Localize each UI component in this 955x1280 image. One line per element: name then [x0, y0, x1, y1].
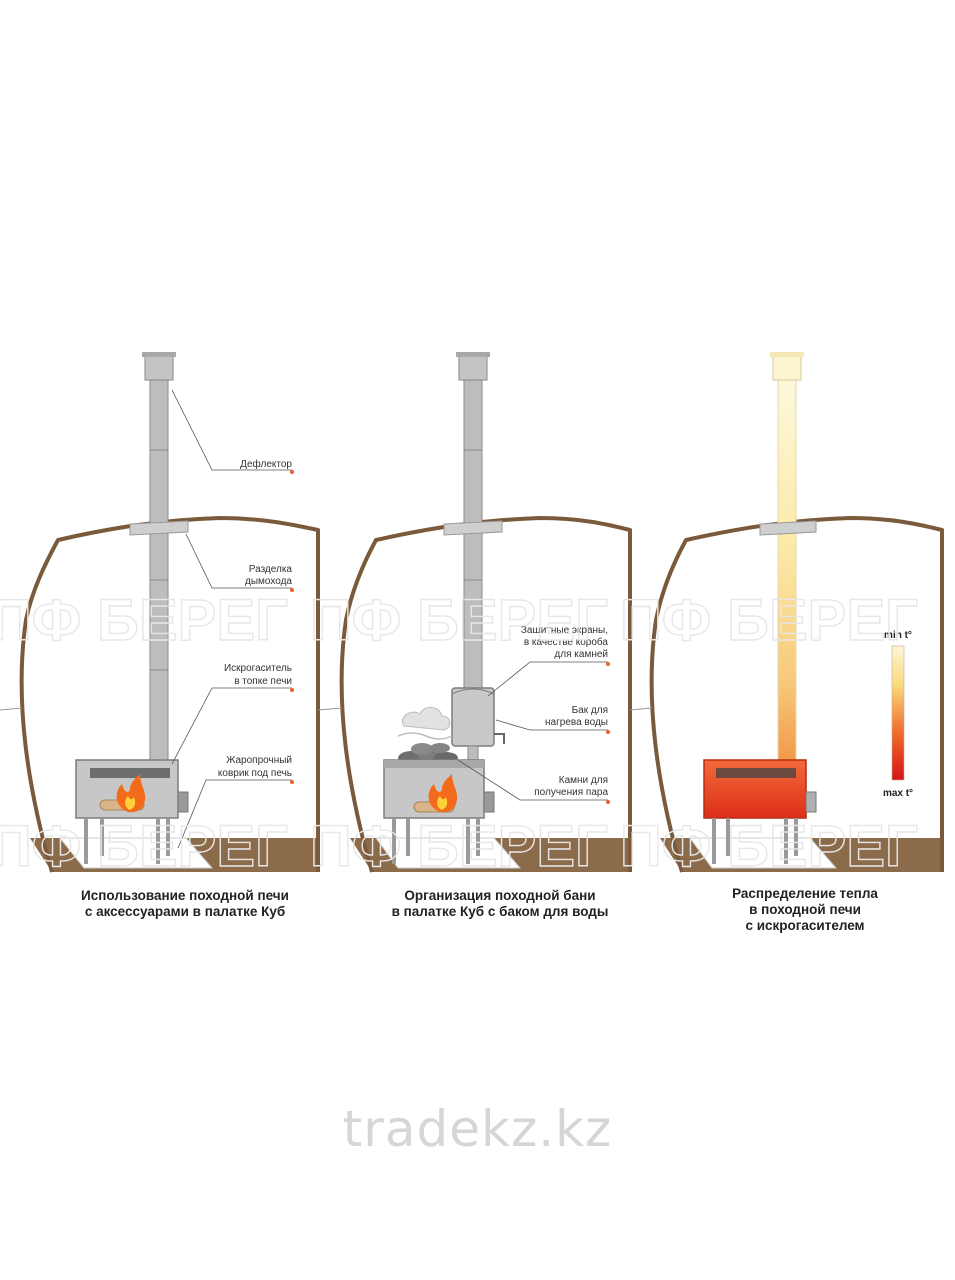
leader-screens	[487, 661, 610, 697]
label-heat-mat-line2: коврик под печь	[218, 768, 292, 779]
temperature-scale	[891, 645, 905, 781]
svg-text:ПФ БЕРЕГ: ПФ БЕРЕГ	[310, 814, 608, 879]
leader-spark-arrester	[171, 687, 294, 765]
label-screens-line3: для камней	[554, 649, 608, 660]
chimney-cut	[129, 520, 189, 536]
site-watermark: tradekz.kz	[342, 1100, 613, 1158]
caption-panel3-line3: с искрогасителем	[745, 918, 865, 933]
heat-mat	[375, 837, 522, 869]
leader-stones	[457, 759, 610, 804]
tent-outline	[649, 516, 944, 873]
label-heat-mat-line1: Жаропрочный	[226, 755, 292, 766]
leader-chimney-cut	[185, 533, 294, 592]
label-screens-line2: в качестве короба	[524, 636, 609, 648]
label-spark-arrester-line2: в топке печи	[234, 676, 292, 687]
label-deflector: Дефлектор	[240, 458, 292, 470]
water-tank	[451, 687, 495, 747]
panel-stove-accessories: Дефлектор Разделка дымохода Искрогасител…	[0, 352, 320, 873]
chimney-pipe	[149, 377, 169, 771]
caption-panel2: Организация походной бани в палатке Куб …	[355, 888, 645, 920]
steam-cloud	[402, 707, 451, 731]
svg-text:ПФ БЕРЕГ: ПФ БЕРЕГ	[0, 588, 288, 653]
brand-watermark: ПФ БЕРЕГ ПФ БЕРЕГ ПФ БЕРЕГ ПФ БЕРЕГ ПФ Б…	[0, 587, 919, 879]
chimney-pipe-hot	[777, 377, 797, 761]
svg-text:ПФ БЕРЕГ: ПФ БЕРЕГ	[620, 814, 918, 879]
leader-heat-mat	[177, 779, 294, 849]
deflector	[458, 355, 488, 381]
caption-panel1-line1: Использование походной печи	[81, 888, 289, 903]
scale-max-label: max t°	[883, 788, 913, 799]
label-tank-line2: нагрева воды	[545, 717, 608, 728]
leader-deflector	[171, 389, 294, 474]
panel-sauna-tank: Защитные экраны, в качестве короба для к…	[317, 352, 632, 873]
label-stones-line1: Камни для	[559, 775, 608, 786]
chimney-cut	[443, 520, 503, 536]
caption-panel1: Использование походной печи с аксессуара…	[40, 888, 330, 920]
label-spark-arrester-line1: Искрогаситель	[224, 663, 292, 674]
tank-tap	[494, 733, 505, 744]
guy-rope	[629, 707, 653, 711]
label-chimney-cut-line2: дымохода	[245, 576, 292, 587]
chimney-cut	[759, 520, 817, 536]
caption-panel2-line1: Организация походной бани	[404, 888, 596, 903]
flame	[116, 774, 146, 813]
flame	[428, 774, 458, 813]
caption-panel1-line2: с аксессуарами в палатке Куб	[84, 904, 286, 919]
svg-text:ПФ БЕРЕГ: ПФ БЕРЕГ	[620, 588, 918, 653]
label-screens-line1: Защитные экраны,	[521, 625, 608, 636]
label-chimney-cut-line1: Разделка	[249, 564, 293, 575]
scale-min-label: min t°	[884, 630, 912, 641]
caption-panel3-line1: Распределение тепла	[732, 886, 878, 901]
panel-heat-distribution: min t° max t°	[629, 352, 944, 873]
label-tank-line1: Бак для	[572, 705, 608, 716]
svg-text:ПФ БЕРЕГ: ПФ БЕРЕГ	[0, 814, 288, 879]
deflector-hot	[772, 355, 802, 381]
caption-panel3: Распределение тепла в походной печи с ис…	[665, 886, 945, 934]
guy-rope	[317, 707, 343, 711]
svg-text:ПФ БЕРЕГ: ПФ БЕРЕГ	[310, 588, 608, 653]
label-stones-line2: получения пара	[534, 787, 608, 798]
guy-rope	[0, 707, 23, 711]
heat-mat	[58, 837, 214, 869]
tent-outline	[339, 516, 632, 873]
leader-tank	[495, 719, 610, 734]
caption-panel3-line2: в походной печи	[749, 902, 861, 917]
tent-outline	[19, 516, 320, 873]
caption-panel2-line2: в палатке Куб с баком для воды	[391, 904, 609, 919]
deflector	[144, 355, 174, 381]
